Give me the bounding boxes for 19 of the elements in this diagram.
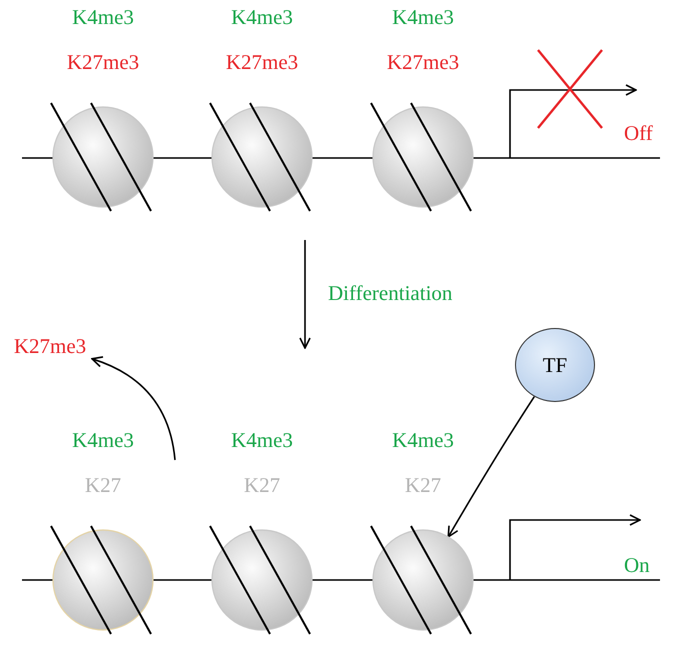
histone-mark-label: K27 — [242, 473, 282, 497]
state-label: Off — [624, 121, 653, 145]
histone-mark-label: K27 — [84, 473, 122, 497]
histone-mark-label: K27me3 — [386, 50, 460, 74]
histone-mark-label: K4me3 — [230, 428, 294, 452]
histone-mark-label: K4me3 — [391, 428, 455, 452]
arrow — [91, 356, 176, 460]
arrow — [447, 396, 535, 538]
state-label: On — [624, 553, 650, 577]
histone-mark-label: K4me3 — [71, 5, 135, 29]
state-label: Differentiation — [328, 281, 452, 305]
histone-mark-label: K27me3 — [224, 50, 300, 74]
transcription-factor-circle: TF — [515, 328, 595, 402]
histone-mark-label: K27me3 — [66, 50, 140, 74]
histone-mark-label: K27me3 — [8, 332, 92, 360]
histone-mark-label: K4me3 — [71, 428, 135, 452]
histone-mark-label: K27 — [404, 473, 442, 497]
histone-mark-label: K4me3 — [391, 5, 455, 29]
histone-mark-label: K4me3 — [230, 5, 294, 29]
